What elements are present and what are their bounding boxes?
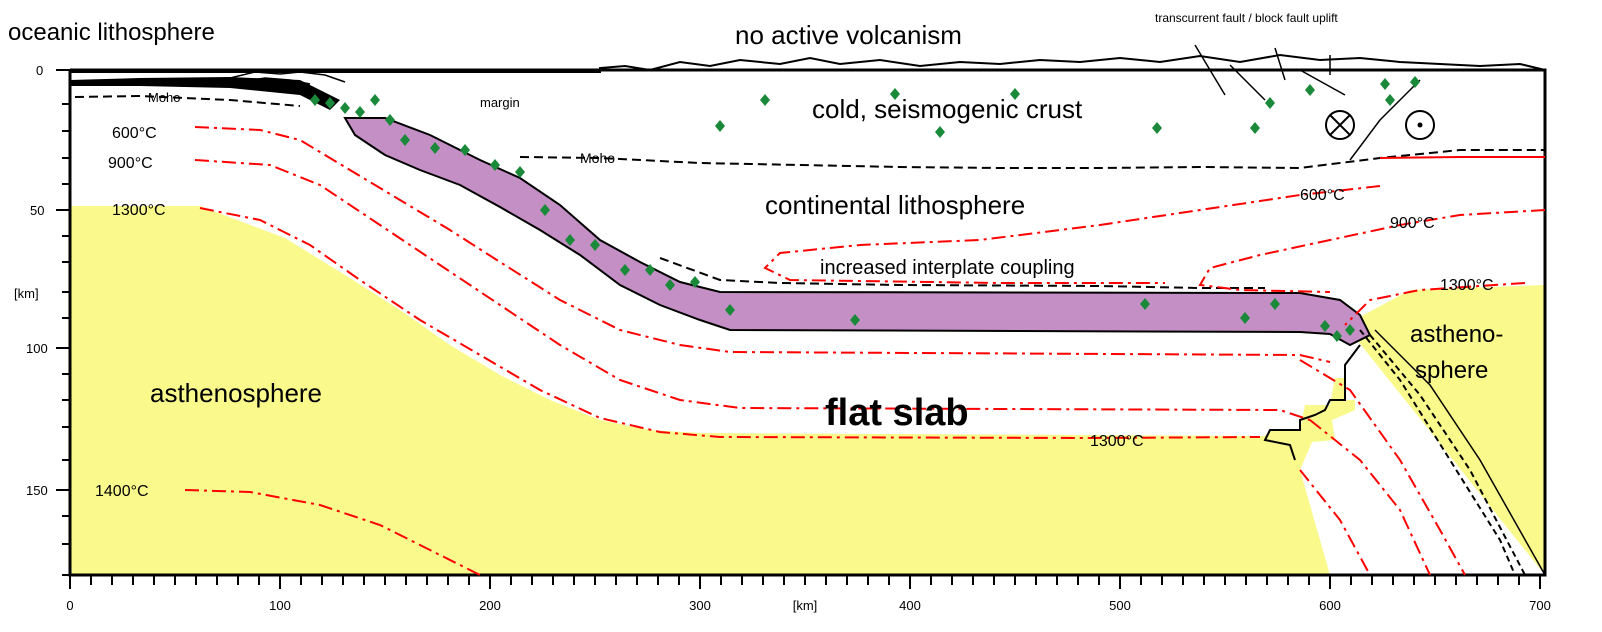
isotherm-600-right — [763, 185, 1381, 284]
x-tick-300: 300 — [689, 598, 711, 613]
moho-mid-label: Moho — [580, 150, 615, 166]
moho-left-label: Moho — [148, 90, 181, 105]
no-active-volcanism-label: no active volcanism — [735, 20, 962, 50]
temp-1400-left: 1400°C — [95, 483, 149, 500]
y-tick-50: 50 — [30, 203, 44, 218]
x-tick-700: 700 — [1529, 598, 1551, 613]
temp-900-right: 900°C — [1390, 215, 1435, 232]
x-tick-100: 100 — [269, 598, 291, 613]
moho-oceanic-line — [74, 94, 301, 107]
x-tick-600: 600 — [1319, 598, 1341, 613]
slab-limb-6 — [1374, 329, 1546, 576]
increased-coupling-label: increased interplate coupling — [820, 257, 1075, 279]
slab-limb-2 — [1309, 419, 1431, 576]
moho-continental-line — [519, 149, 1545, 170]
asthenosphere-left-region — [70, 206, 1355, 575]
x-axis-ticks — [69, 575, 1541, 589]
isotherm-1400 — [184, 489, 481, 576]
slab-limb-3 — [1299, 469, 1371, 576]
asthenosphere-right-region — [1345, 285, 1545, 575]
fault-lines — [1194, 44, 1421, 161]
subducting-slab — [343, 117, 1372, 347]
asthenosphere-right-label-2: sphere — [1415, 357, 1488, 384]
temp-600-right: 600°C — [1300, 187, 1345, 204]
y-tick-100: 100 — [26, 341, 48, 356]
y-tick-150: 150 — [26, 483, 48, 498]
x-tick-400: 400 — [899, 598, 921, 613]
oceanic-crust — [70, 77, 340, 110]
temp-900-left: 900°C — [108, 155, 153, 172]
topography — [70, 53, 1546, 73]
isotherm-1300 — [199, 207, 1261, 440]
oceanic-lithosphere-label: oceanic lithosphere — [8, 19, 215, 46]
y-axis-ticks — [56, 69, 70, 576]
isotherm-900-right — [1198, 209, 1546, 293]
slab-step-outline — [1263, 344, 1361, 461]
flat-slab-label: flat slab — [825, 392, 969, 434]
x-axis-unit: [km] — [793, 598, 818, 613]
isotherm-1300-right — [1344, 282, 1526, 326]
temp-1300-left: 1300°C — [112, 202, 166, 219]
fault-label: transcurrent fault / block fault uplift — [1155, 11, 1338, 25]
x-tick-0: 0 — [66, 598, 73, 613]
cold-crust-label: cold, seismogenic crust — [812, 94, 1083, 124]
temp-1300-right: 1300°C — [1440, 277, 1494, 294]
isotherm-900 — [194, 159, 1311, 421]
y-axis-unit: [km] — [14, 286, 39, 301]
isotherm-slab-top-right — [1379, 156, 1545, 159]
asthenosphere-right-label-1: astheno- — [1410, 321, 1503, 348]
moho-coupling-line — [659, 257, 1265, 289]
y-tick-0: 0 — [36, 63, 43, 78]
fault-out-of-page-icon — [1405, 110, 1435, 140]
x-tick-500: 500 — [1109, 598, 1131, 613]
margin-label: margin — [480, 95, 520, 110]
temp-1300-bottom: 1300°C — [1090, 433, 1144, 450]
x-tick-200: 200 — [479, 598, 501, 613]
earthquake-markers — [310, 76, 1420, 342]
asthenosphere-left-label: asthenosphere — [150, 378, 322, 408]
slab-limb-5 — [1369, 334, 1526, 576]
continental-lithosphere-label: continental lithosphere — [765, 190, 1025, 220]
slab-limb-4 — [1359, 329, 1516, 576]
temp-600-left: 600°C — [112, 125, 157, 142]
fault-into-page-icon — [1325, 110, 1355, 140]
slab-limb-1 — [1299, 359, 1466, 576]
